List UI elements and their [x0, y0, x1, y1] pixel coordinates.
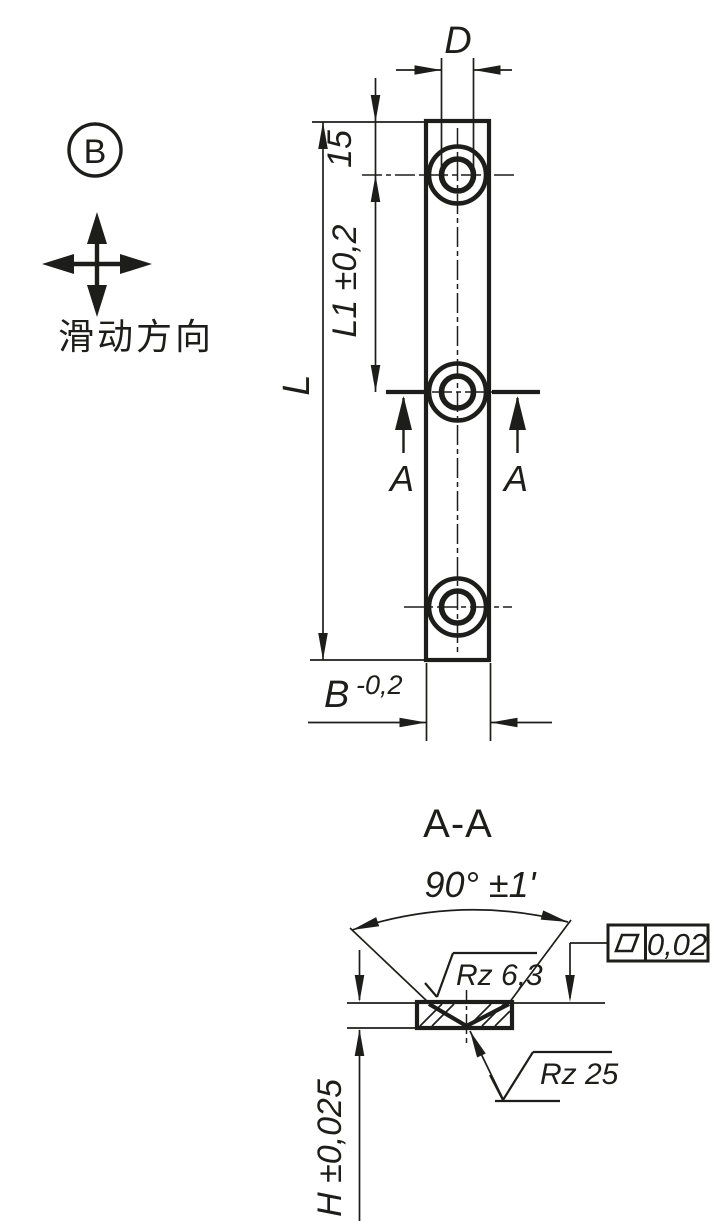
d-arrow-right-icon — [473, 65, 501, 75]
l1-arrow-bottom-icon — [370, 365, 381, 392]
hole-bottom-counterbore — [426, 576, 489, 638]
l1-arrow-top-icon — [370, 175, 381, 202]
section-label-left: A — [388, 458, 414, 499]
hatch-line — [494, 1010, 511, 1027]
flank-extension-left — [349, 927, 430, 1004]
bar-outline — [423, 118, 492, 663]
section-arrow-right-icon — [509, 396, 526, 430]
view-b-label: B — [84, 133, 107, 171]
arrow-up-icon — [87, 212, 107, 244]
rz-groove-symbol-right-stroke — [435, 952, 455, 998]
rz-base-label: Rz 25 — [540, 1058, 619, 1091]
hatch-line — [481, 1003, 505, 1027]
fcf-leader-arrow-icon — [565, 975, 575, 1002]
rz-groove-symbol-left-stroke — [424, 982, 438, 998]
hole-top-counterbore — [426, 144, 489, 206]
rz-groove-label: Rz 6,3 — [456, 959, 543, 992]
section-body-outline — [414, 999, 515, 1031]
front-view: D L 15 L1 ±0,2 A A B -0,2 — [276, 20, 552, 741]
arrow-right-icon — [120, 254, 152, 274]
d-dim-label: D — [444, 20, 471, 62]
arrow-left-icon — [42, 254, 74, 274]
arrow-down-icon — [87, 285, 107, 317]
dim15-label: 15 — [321, 130, 359, 168]
b-arrow-left-icon — [399, 717, 427, 728]
rz-base-symbol-right-stroke — [502, 1051, 534, 1101]
view-b-indicator: B — [67, 122, 123, 178]
fcf-frame — [606, 923, 710, 963]
h-dim-label: H ±0,025 — [311, 1079, 349, 1217]
l-arrow-bottom-icon — [318, 633, 328, 660]
hole-bottom-bore — [438, 588, 477, 626]
hatch-line — [419, 1003, 443, 1027]
hole-top-bore — [438, 156, 477, 194]
sliding-direction-indicator: 滑动方向 — [42, 212, 214, 357]
angle-dim-arc — [351, 908, 569, 931]
section-label-right: A — [502, 458, 528, 499]
angle-arrow-right-icon — [540, 910, 570, 927]
hatch-line — [431, 1003, 455, 1027]
v-groove — [427, 1002, 510, 1029]
rz-base-symbol-left-stroke — [489, 1074, 504, 1101]
rz-base-leader-arrow-icon — [465, 1028, 486, 1058]
h-arrow-top-icon — [354, 975, 365, 1002]
b-arrow-right-icon — [490, 717, 518, 728]
section-title: A-A — [423, 802, 493, 846]
b-dim-tolerance: -0,2 — [356, 670, 403, 700]
b-dim-label: B — [324, 674, 349, 716]
section-arrow-left-icon — [395, 396, 412, 430]
angle-dim-label: 90° ±1' — [424, 864, 536, 905]
h-arrow-bottom-icon — [354, 1029, 365, 1056]
l-dim-label: L — [276, 374, 318, 395]
hole-middle-counterbore — [426, 361, 489, 423]
sliding-direction-caption: 滑动方向 — [58, 316, 214, 357]
dim15-arrow-top-icon — [370, 95, 381, 122]
flatness-value: 0,02 — [647, 927, 707, 962]
hole-middle-bore — [438, 373, 477, 411]
d-arrow-left-icon — [414, 65, 442, 75]
view-b-circle — [67, 122, 123, 178]
flatness-icon — [614, 933, 640, 953]
hatch-line — [468, 1003, 492, 1027]
flank-extension-right — [508, 919, 572, 1004]
section-view: A-A 90° ±1' Rz 6,3 R — [311, 802, 710, 1221]
l1-dim-label: L1 ±0,2 — [326, 224, 364, 337]
